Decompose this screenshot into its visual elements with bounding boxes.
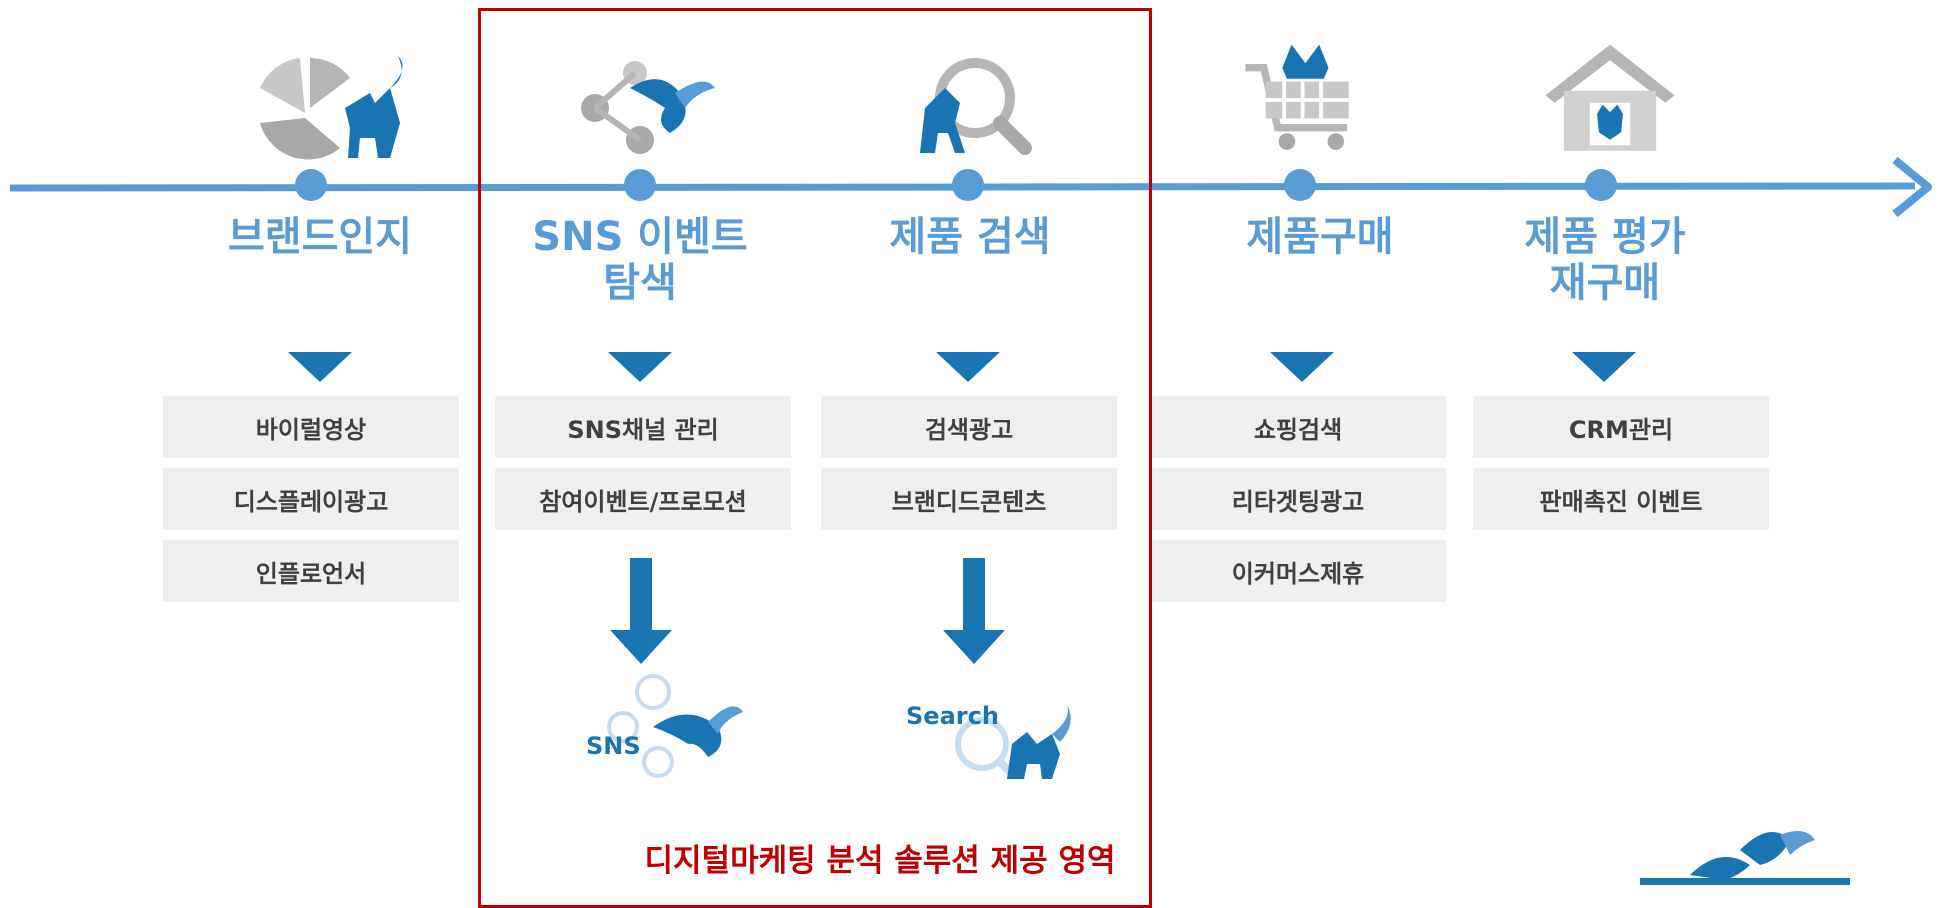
down-arrow-icon	[1572, 352, 1636, 382]
list-item: 브랜디드콘텐츠	[821, 468, 1117, 530]
stage-dot	[624, 169, 656, 201]
list-item: 이커머스제휴	[1150, 540, 1446, 602]
list-item: CRM관리	[1473, 396, 1769, 458]
search-fox-logo-icon: Search	[906, 702, 1071, 779]
sns-fox-logo-icon: SNS	[586, 674, 743, 778]
list-item: 검색광고	[821, 396, 1117, 458]
solution-area-frame	[478, 8, 1152, 908]
pie-chart-fox-icon	[260, 56, 403, 160]
share-fox-icon	[581, 61, 715, 154]
list-item: 바이럴영상	[163, 396, 459, 458]
stage-dot	[1585, 169, 1617, 201]
big-down-arrow-icon	[610, 558, 672, 664]
list-item: SNS채널 관리	[495, 396, 791, 458]
house-fox-icon	[1545, 44, 1675, 151]
shopping-cart-fox-icon	[1245, 44, 1349, 150]
solution-area-caption: 디지털마케팅 분석 솔루션 제공 영역	[644, 843, 1116, 879]
list-item: 참여이벤트/프로모션	[495, 468, 791, 530]
list-item: 판매촉진 이벤트	[1473, 468, 1769, 530]
list-item: 쇼핑검색	[1150, 396, 1446, 458]
stage-dot	[1284, 169, 1316, 201]
list-item: 디스플레이광고	[163, 468, 459, 530]
solution-label-search: Search	[906, 702, 999, 730]
down-arrow-icon	[608, 352, 672, 382]
list-item: 리타겟팅광고	[1150, 468, 1446, 530]
down-arrow-icon	[1270, 352, 1334, 382]
big-down-arrow-icon	[943, 558, 1005, 664]
stage-dot	[295, 169, 327, 201]
list-item: 인플로언서	[163, 540, 459, 602]
magnifier-fox-icon	[920, 58, 1032, 155]
stage-title-review-repurchase: 제품 평가 재구매	[1524, 214, 1686, 306]
timeline	[9, 156, 1932, 218]
stage-title-product-search: 제품 검색	[889, 214, 1051, 260]
down-arrow-icon	[936, 352, 1000, 382]
stage-title-brand-awareness: 브랜드인지	[228, 214, 412, 260]
down-arrow-icon	[288, 352, 352, 382]
solution-label-sns: SNS	[586, 732, 641, 760]
timeline-arrow-head	[1892, 156, 1932, 218]
brand-fox-logo-icon	[1640, 831, 1850, 885]
stage-dot	[952, 169, 984, 201]
stage-title-purchase: 제품구매	[1246, 214, 1394, 260]
stage-title-sns-event: SNS 이벤트 탐색	[532, 214, 748, 306]
